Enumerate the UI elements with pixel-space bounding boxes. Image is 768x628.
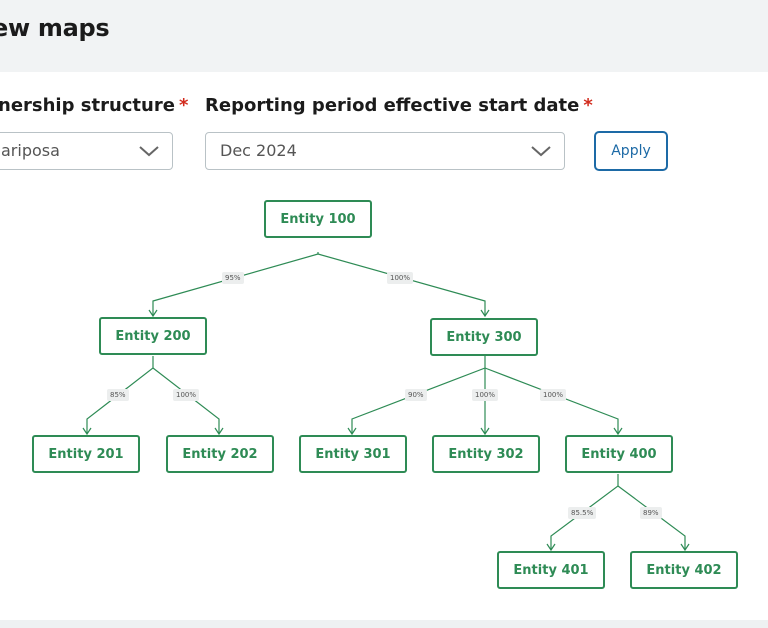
- ownership-percent-label: 100%: [173, 389, 200, 401]
- entity-node-401[interactable]: Entity 401: [497, 551, 605, 589]
- ownership-percent-label: 100%: [540, 389, 567, 401]
- page-title: ew maps: [0, 14, 110, 42]
- chevron-down-icon: [531, 146, 551, 157]
- arrow-head: [347, 427, 357, 436]
- ownership-structure-select[interactable]: ariposa: [0, 132, 173, 170]
- arrow-head: [480, 427, 490, 436]
- ownership-percent-label: 85%: [107, 389, 129, 401]
- page-header: ew maps: [0, 0, 768, 72]
- arrow-head: [613, 427, 623, 436]
- arrow-head: [680, 543, 690, 552]
- edge-300-400: [484, 367, 619, 434]
- reporting-period-select[interactable]: Dec 2024: [205, 132, 565, 170]
- entity-node-202[interactable]: Entity 202: [166, 435, 274, 473]
- arrow-head: [82, 427, 92, 436]
- reporting-period-label: Reporting period effective start date*: [205, 95, 593, 116]
- arrow-head: [214, 427, 224, 436]
- ownership-percent-label: 85.5%: [568, 507, 597, 519]
- arrow-head: [546, 543, 556, 552]
- ownership-percent-label: 100%: [472, 389, 499, 401]
- reporting-period-label-text: Reporting period effective start date: [205, 95, 580, 116]
- edge-100-300: [317, 253, 486, 316]
- chevron-down-icon: [139, 146, 159, 157]
- entity-node-400[interactable]: Entity 400: [565, 435, 673, 473]
- ownership-structure-value: ariposa: [1, 141, 60, 160]
- entity-node-301[interactable]: Entity 301: [299, 435, 407, 473]
- ownership-percent-label: 95%: [222, 272, 244, 284]
- ownership-structure-label: nership structure*: [0, 95, 188, 116]
- entity-node-201[interactable]: Entity 201: [32, 435, 140, 473]
- reporting-period-value: Dec 2024: [220, 141, 297, 160]
- apply-button[interactable]: Apply: [594, 131, 668, 171]
- ownership-percent-label: 100%: [387, 272, 414, 284]
- edge-100-200: [152, 253, 319, 316]
- entity-node-300[interactable]: Entity 300: [430, 318, 538, 356]
- ownership-percent-label: 90%: [405, 389, 427, 401]
- entity-node-402[interactable]: Entity 402: [630, 551, 738, 589]
- arrow-head: [148, 309, 158, 318]
- required-marker: *: [178, 95, 189, 116]
- edge-200-202: [152, 367, 220, 434]
- ownership-label-text: nership structure: [0, 95, 175, 116]
- arrow-head: [480, 309, 490, 318]
- entity-node-100[interactable]: Entity 100: [264, 200, 372, 238]
- entity-node-302[interactable]: Entity 302: [432, 435, 540, 473]
- entity-node-200[interactable]: Entity 200: [99, 317, 207, 355]
- edge-400-402: [617, 485, 686, 550]
- required-marker: *: [583, 95, 593, 116]
- ownership-percent-label: 89%: [640, 507, 662, 519]
